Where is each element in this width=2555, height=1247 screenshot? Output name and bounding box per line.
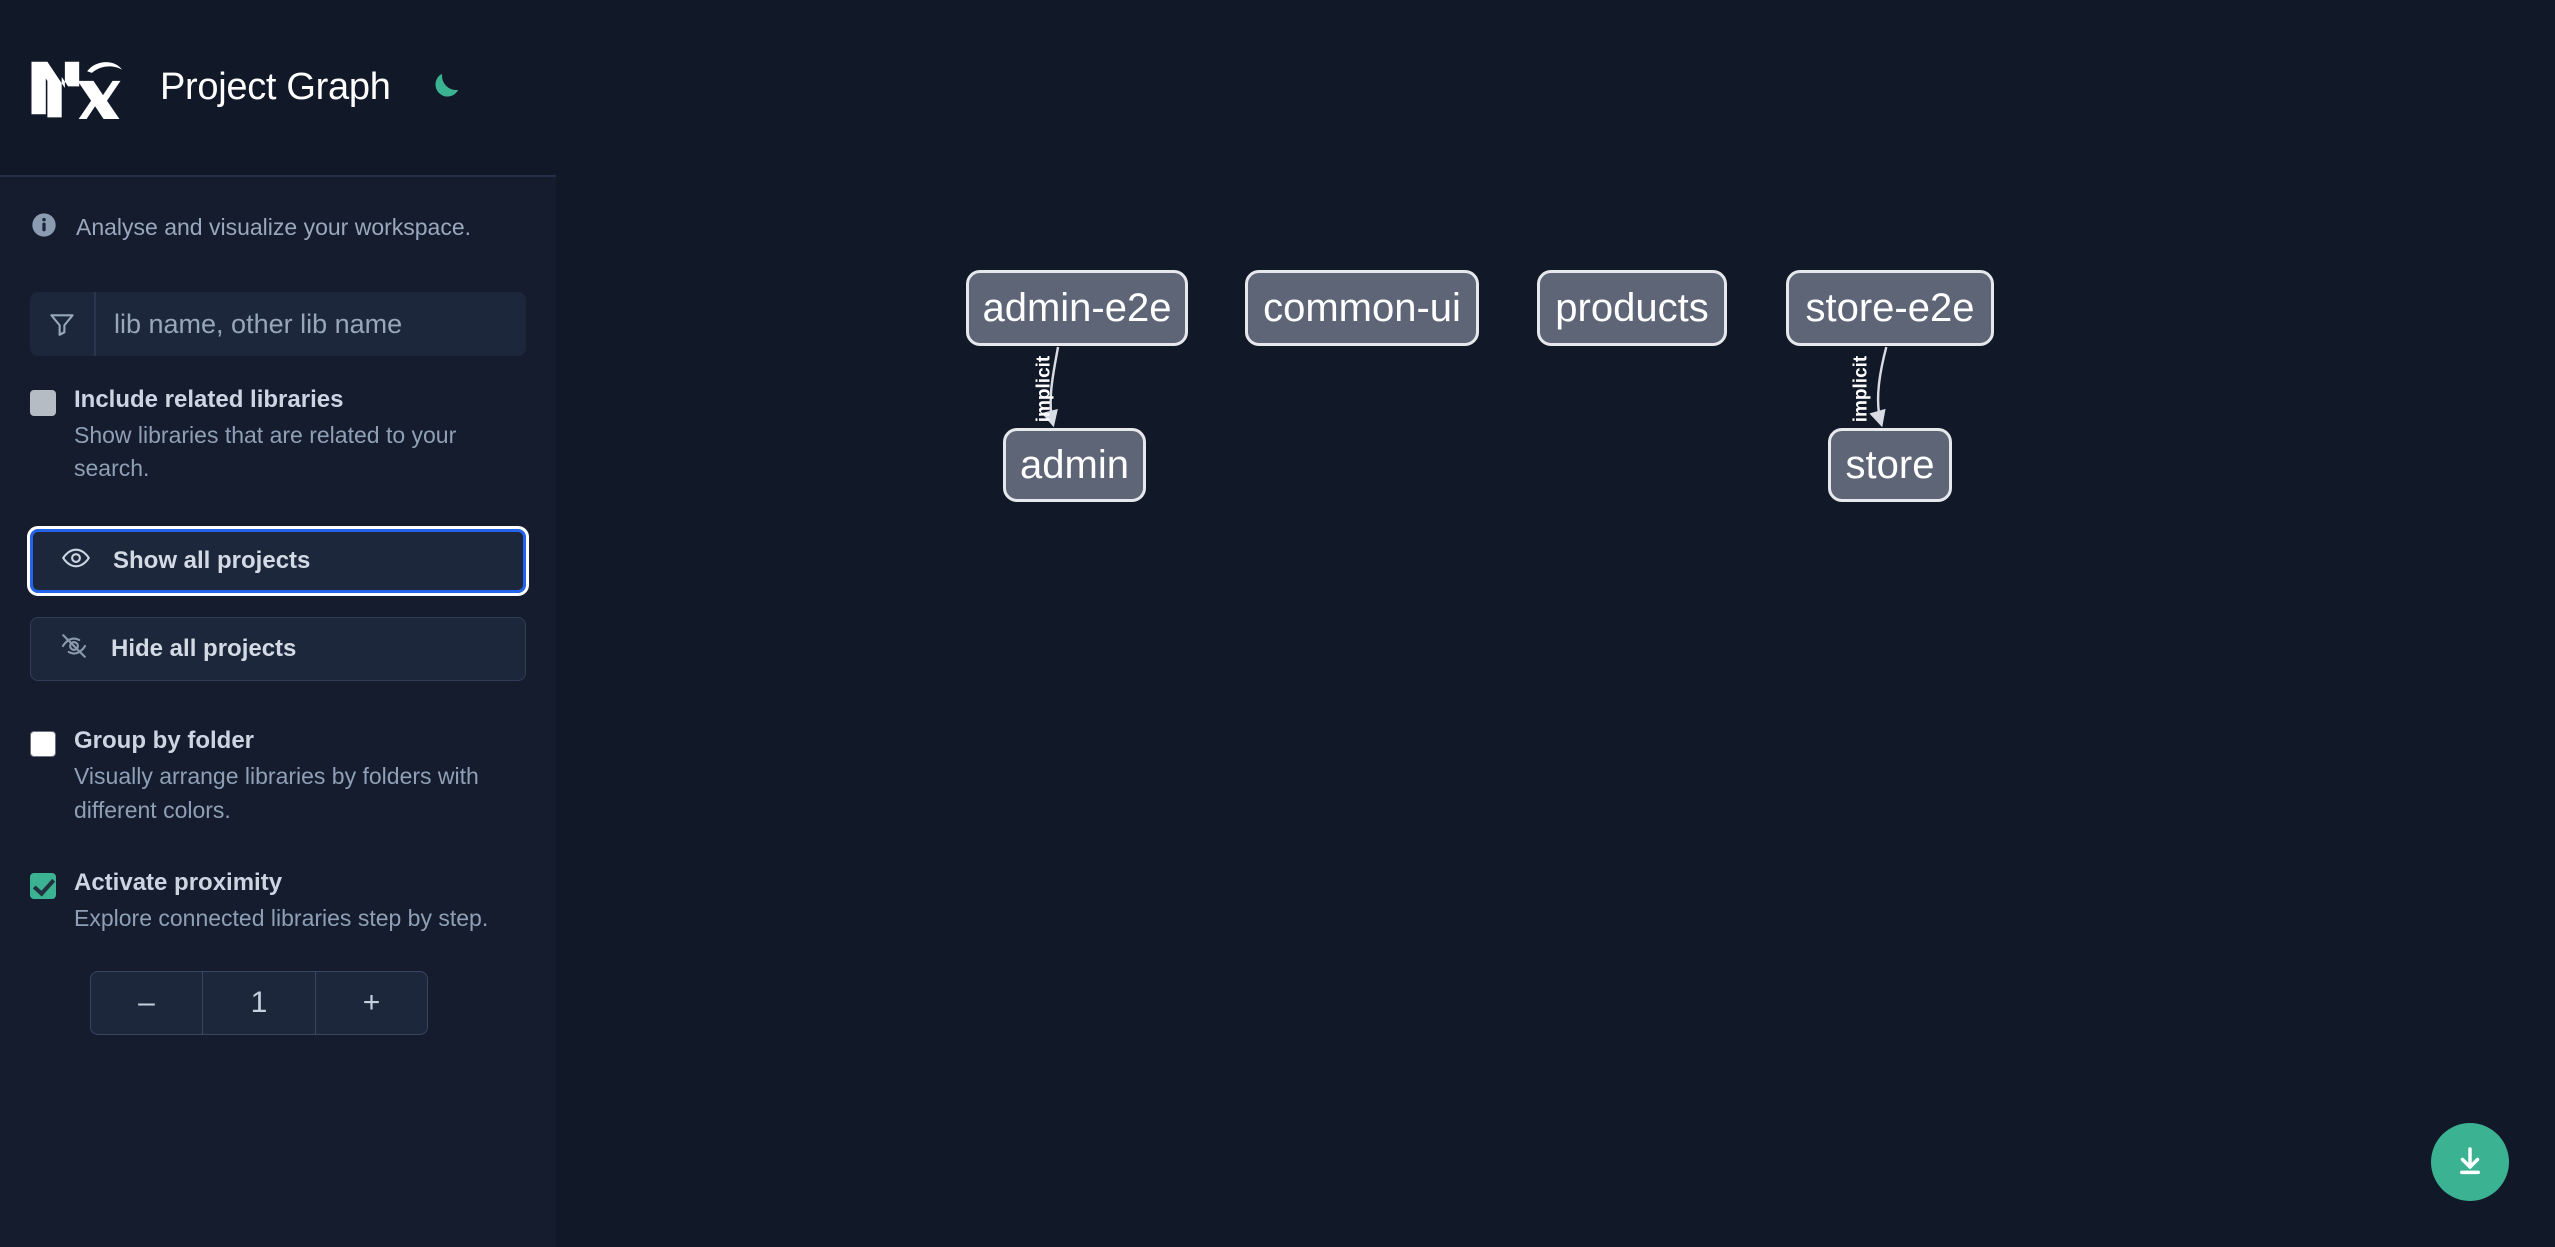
graph-node-label: admin-e2e [982, 285, 1172, 330]
graph-node-label: store [1845, 442, 1935, 487]
edge-label-admin-e2e-admin: implicit [1033, 355, 1055, 423]
group-by-folder-checkbox[interactable] [30, 731, 56, 758]
include-related-libraries-description: Show libraries that are related to your … [74, 421, 457, 482]
workspace-info-text: Analyse and visualize your workspace. [76, 214, 472, 240]
search-bar [30, 292, 526, 356]
proximity-decrement-button[interactable]: – [91, 972, 203, 1035]
graph-edges [1041, 346, 1888, 428]
option-activate-proximity: Activate proximity Explore connected lib… [0, 869, 556, 935]
graph-node-label: store-e2e [1805, 285, 1975, 330]
graph-node-store-e2e[interactable]: store-e2e [1786, 270, 1994, 346]
info-circle-icon [30, 211, 58, 244]
group-by-folder-label: Group by folder [74, 727, 254, 755]
graph-node-label: common-ui [1263, 285, 1461, 330]
eye-off-icon [59, 631, 89, 668]
include-related-libraries-label: Include related libraries [74, 386, 344, 413]
graph-canvas[interactable]: implicit implicit admin-e2e common-ui pr… [556, 0, 2555, 1247]
proximity-stepper: – 1 + [90, 971, 428, 1036]
sidebar: Project Graph Analyse and visualize your… [0, 0, 556, 1247]
show-all-projects-label: Show all projects [113, 547, 311, 575]
hide-all-projects-button[interactable]: Hide all projects [30, 617, 526, 682]
graph-node-label: products [1555, 285, 1709, 330]
show-all-projects-button[interactable]: Show all projects [27, 526, 529, 597]
graph-node-store[interactable]: store [1828, 428, 1952, 502]
graph-node-admin-e2e[interactable]: admin-e2e [966, 270, 1188, 346]
workspace-info: Analyse and visualize your workspace. [0, 177, 556, 244]
search-input[interactable] [96, 292, 526, 356]
graph-node-common-ui[interactable]: common-ui [1245, 270, 1479, 346]
filter-icon [30, 292, 96, 356]
include-related-libraries-checkbox[interactable] [30, 390, 56, 416]
nx-logo-icon [28, 57, 124, 121]
proximity-increment-button[interactable]: + [315, 972, 427, 1035]
proximity-value: 1 [250, 986, 268, 1020]
eye-icon [61, 543, 91, 580]
group-by-folder-description: Visually arrange libraries by folders wi… [74, 763, 479, 823]
activate-proximity-description: Explore connected libraries step by step… [74, 904, 489, 931]
activate-proximity-label: Activate proximity [74, 868, 283, 896]
moon-icon[interactable] [421, 65, 467, 111]
edge-label-store-e2e-store: implicit [1850, 355, 1872, 423]
activate-proximity-checkbox[interactable] [30, 872, 56, 899]
download-icon [2452, 1143, 2488, 1182]
download-graph-button[interactable] [2431, 1123, 2509, 1201]
graph-node-label: admin [1020, 442, 1129, 487]
graph-node-products[interactable]: products [1537, 270, 1727, 346]
hide-all-projects-label: Hide all projects [111, 635, 297, 663]
graph-node-admin[interactable]: admin [1003, 428, 1146, 502]
sidebar-body: Analyse and visualize your workspace. In… [0, 177, 556, 1036]
option-group-by-folder: Group by folder Visually arrange librari… [0, 727, 556, 826]
sidebar-header: Project Graph [0, 0, 556, 177]
page-title: Project Graph [160, 66, 391, 108]
option-include-related-libraries: Include related libraries Show libraries… [0, 386, 556, 485]
